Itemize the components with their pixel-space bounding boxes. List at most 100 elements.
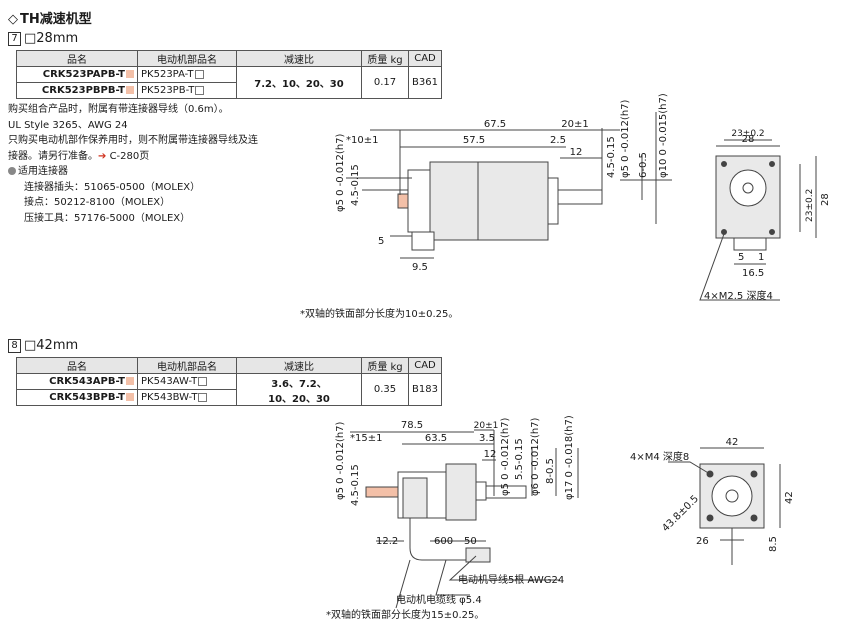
option-marker	[198, 392, 208, 402]
dim-label: 78.5	[401, 420, 423, 431]
mounting-hole	[769, 161, 775, 167]
dim-label: 67.5	[484, 119, 506, 130]
dim-label: 电动机导线5根 AWG24	[458, 573, 564, 586]
dim-label: φ6 0 -0.012(h7)	[530, 417, 541, 496]
table-row: CRK523PAPB-T PK523PA-T 7.2、10、20、30 0.17…	[16, 66, 442, 99]
dim-label: *15±1	[350, 433, 382, 444]
col-header: 电动机部品名	[137, 357, 237, 374]
output-shaft	[557, 189, 603, 205]
motor-body	[445, 463, 477, 521]
table-row: CRK543APB-T PK543AW-T 3.6、7.2、10、20、30 0…	[16, 373, 442, 406]
col-header: 品名	[16, 357, 138, 374]
col-header: CAD	[408, 357, 442, 374]
output-shaft	[485, 485, 527, 499]
cad-cell: B361	[408, 66, 442, 99]
connector-housing	[411, 231, 435, 251]
ratio-cell: 3.6、7.2、10、20、30	[236, 373, 362, 406]
dim-label: 4.5-0.15	[606, 136, 617, 178]
dim-label: 9.5	[412, 262, 428, 273]
mounting-hole	[706, 514, 714, 522]
model-cell: CRK543BPB-T	[16, 389, 138, 406]
footnote: *双轴的铁面部分长度为15±0.25。	[326, 608, 484, 621]
leader-line	[668, 461, 711, 475]
rear-shaft	[365, 486, 399, 498]
dim-label: 8.5	[768, 536, 779, 552]
mass-cell: 0.35	[361, 373, 409, 406]
page-reference-link[interactable]: C-280页	[109, 150, 150, 162]
option-marker	[195, 85, 205, 95]
leader-line	[435, 559, 470, 596]
dim-label: 4.5-0.15	[350, 164, 361, 206]
option-marker	[126, 393, 134, 401]
mounting-hole	[750, 514, 758, 522]
note-line: 只购买电动机部作保养用时，则不附属带连接器导线及连	[8, 135, 258, 146]
col-header: 质量 kg	[361, 357, 409, 374]
mounting-hole	[721, 229, 727, 235]
col-header: CAD	[408, 50, 442, 67]
model-cell: CRK523PBPB-T	[16, 82, 138, 99]
motor-cell: PK543AW-T	[137, 373, 237, 390]
option-marker	[198, 376, 208, 386]
section-heading-28mm: 7□28mm	[8, 31, 78, 46]
dim-label: 4×M2.5 深度4	[704, 289, 773, 302]
dim-label: 43.8±0.5	[660, 493, 701, 534]
dim-label: 5	[378, 236, 384, 247]
dim-label: 23±0.2	[731, 129, 764, 139]
dim-label: 28	[742, 134, 755, 145]
connector-line: 连接器插头：51065-0500（MOLEX）	[24, 181, 201, 193]
dim-label: 12.2	[376, 536, 398, 547]
option-marker	[126, 86, 134, 94]
dim-label: 5.5-0.15	[514, 438, 525, 480]
gear-boss	[547, 177, 559, 225]
cad-cell: B183	[408, 373, 442, 406]
dim-label: *10±1	[346, 135, 378, 146]
leader-line	[699, 233, 780, 301]
dim-label: 12	[484, 449, 497, 460]
dim-label: 20±1	[474, 421, 499, 431]
section-number: 8	[8, 338, 21, 353]
dim-label: 电动机电缆线 φ5.4	[396, 593, 482, 606]
front-view-shaft	[742, 182, 754, 194]
notes-block: 购买组合产品时，附属有带连接器导线（0.6m）。 UL Style 3265、A…	[8, 102, 258, 226]
motor-body	[429, 161, 549, 241]
arrow-right-icon: ➔	[98, 150, 107, 162]
ratio-cell: 7.2、10、20、30	[236, 66, 362, 99]
dim-label: φ5 0 -0.012(h7)	[335, 421, 346, 500]
connector-front	[733, 237, 767, 251]
dim-label: 57.5	[463, 135, 485, 146]
diamond-icon: ◇	[8, 12, 18, 27]
connector-line: 压接工具：57176-5000（MOLEX）	[24, 212, 191, 224]
dim-label: 6-0.5	[638, 152, 649, 178]
connector-line: 接点：50212-8100（MOLEX）	[24, 197, 171, 208]
spec-table-42mm: 品名 电动机部品名 减速比 质量 kg CAD CRK543APB-T PK54…	[16, 357, 442, 406]
bullet-icon	[8, 167, 16, 175]
dim-label: 42	[784, 491, 795, 504]
note-line: 接器。请另行准备。➔ C-280页	[8, 150, 150, 162]
front-view-shaft	[725, 489, 739, 503]
section-number: 7	[8, 31, 21, 46]
dim-label: 1	[758, 252, 764, 263]
footnote: *双轴的铁面部分长度为10±0.25。	[300, 307, 458, 320]
motor-flange	[407, 169, 431, 233]
mounting-hole	[721, 161, 727, 167]
mounting-hole	[750, 470, 758, 478]
dim-label: 20±1	[561, 119, 588, 130]
col-header: 减速比	[236, 357, 362, 374]
dim-label: 3.5	[479, 433, 495, 444]
dim-label: 12	[570, 147, 583, 158]
table-row: CRK543BPB-T PK543BW-T	[16, 389, 442, 406]
motor-cell: PK523PB-T	[137, 82, 237, 99]
mounting-hole	[769, 229, 775, 235]
leader-line	[448, 555, 560, 581]
table-header-row: 品名 电动机部品名 减速比 质量 kg CAD	[16, 357, 442, 374]
model-cell: CRK543APB-T	[16, 373, 138, 390]
leader-line	[395, 559, 411, 609]
dim-label: 28	[820, 193, 831, 206]
option-marker	[194, 69, 204, 79]
dim-label: 4×M4 深度8	[630, 450, 689, 463]
dim-label: φ5 0 -0.012(h7)	[335, 133, 346, 212]
option-marker	[126, 377, 134, 385]
rear-shaft	[397, 193, 409, 209]
dim-label: 600	[434, 536, 453, 547]
